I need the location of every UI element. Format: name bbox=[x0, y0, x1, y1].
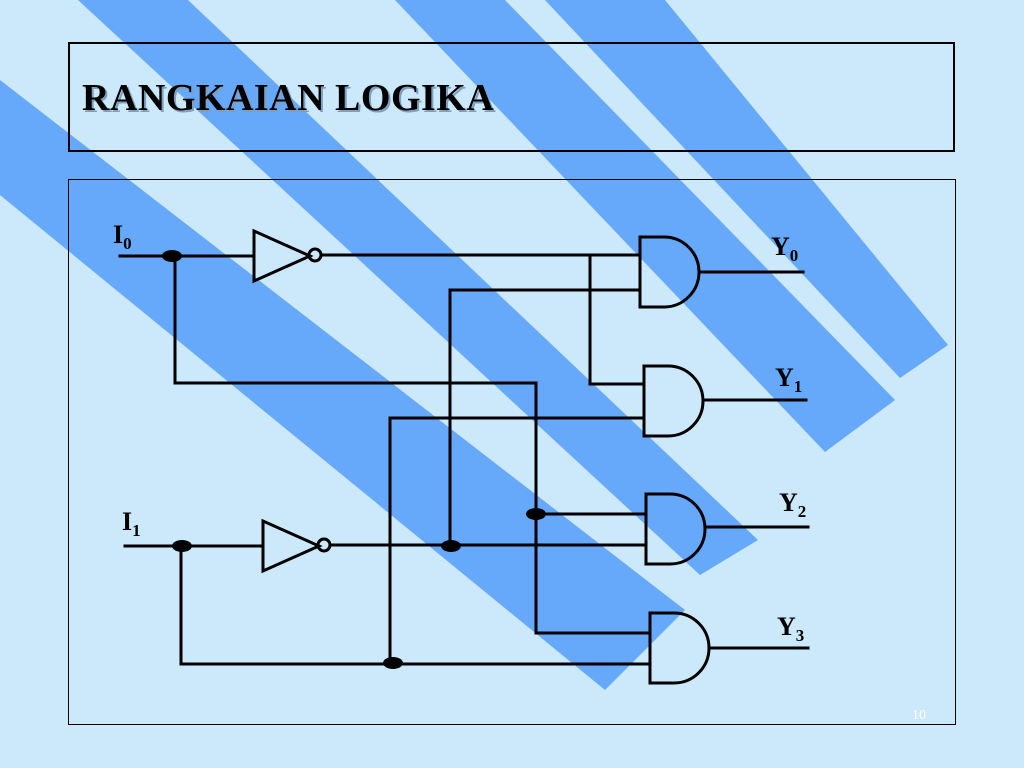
stripe bbox=[78, 0, 758, 575]
page-title: RANGKAIAN LOGIKA bbox=[82, 77, 495, 119]
not-gate-i1 bbox=[261, 518, 323, 574]
junction-dot bbox=[383, 657, 403, 669]
page-number: 10 bbox=[912, 708, 926, 723]
and-gate-y2 bbox=[644, 492, 707, 566]
output-label-y0: Y0 bbox=[771, 232, 799, 265]
output-label-y1: Y1 bbox=[775, 363, 803, 396]
output-label-y3: Y3 bbox=[777, 612, 805, 645]
stripe bbox=[545, 0, 948, 378]
junction-dot bbox=[172, 540, 192, 552]
and-gate-y3 bbox=[648, 611, 711, 685]
diagram-frame bbox=[68, 179, 956, 725]
junction-dot bbox=[162, 250, 182, 262]
stripe bbox=[395, 0, 895, 452]
input-label-i0: I0 bbox=[113, 220, 132, 253]
and-gate-y0 bbox=[638, 235, 701, 309]
output-label-y2: Y2 bbox=[779, 488, 807, 521]
junction-dot bbox=[526, 508, 546, 520]
title-box: RANGKAIAN LOGIKA bbox=[68, 42, 955, 152]
and-gate-y1 bbox=[642, 364, 705, 438]
stripe bbox=[0, 80, 685, 690]
junction-dot bbox=[441, 540, 461, 552]
input-label-i1: I1 bbox=[122, 507, 141, 540]
not-gate-i0 bbox=[252, 228, 314, 284]
